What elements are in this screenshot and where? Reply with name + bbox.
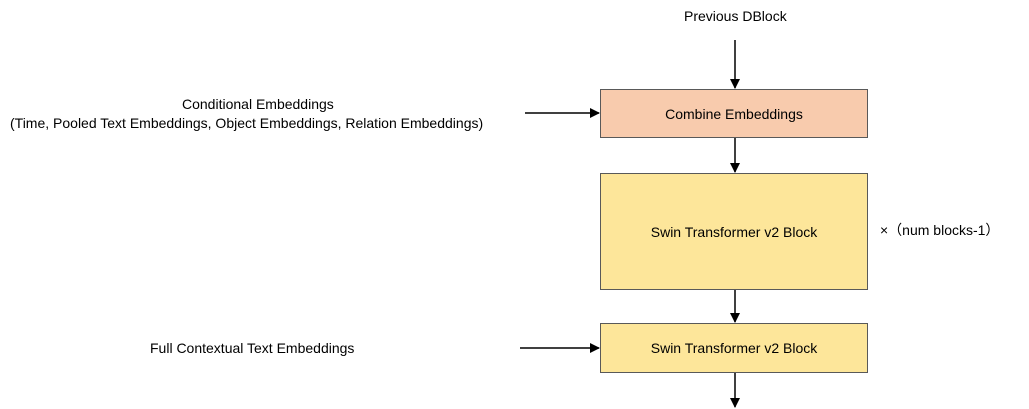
combine-embeddings-box: Combine Embeddings [600,89,868,138]
swin-last-label: Swin Transformer v2 Block [650,340,818,356]
full-contextual-text-embeddings-label: Full Contextual Text Embeddings [150,340,355,356]
swin-transformer-block-last: Swin Transformer v2 Block [600,323,868,373]
repeat-count-note: ×（num blocks-1） [880,222,1000,238]
previous-dblock-label: Previous DBlock [684,8,787,24]
combine-embeddings-label: Combine Embeddings [665,105,803,122]
conditional-embeddings-detail: (Time, Pooled Text Embeddings, Object Em… [10,115,484,131]
swin-transformer-block-repeated: Swin Transformer v2 Block [600,173,868,290]
conditional-embeddings-title: Conditional Embeddings [182,96,334,112]
swin-repeated-label: Swin Transformer v2 Block [650,223,818,240]
